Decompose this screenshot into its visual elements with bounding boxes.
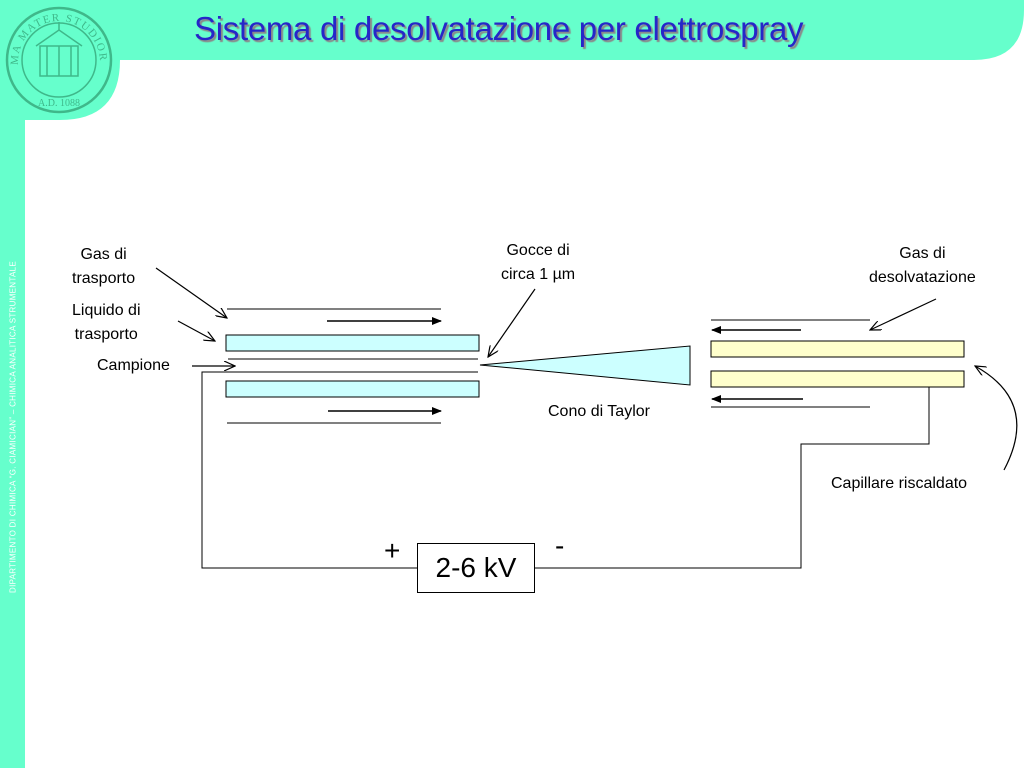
- heated-capillary-bottom: [710, 370, 965, 388]
- seal-bottom-text: A.D. 1088: [38, 98, 80, 109]
- pointer-gas-desolv: [870, 298, 937, 330]
- label-gas-desolv-line2: desolvatazione: [869, 269, 976, 286]
- label-gas-desolvatazione: Gas di desolvatazione: [869, 242, 976, 290]
- positive-terminal-label: +: [384, 535, 401, 566]
- label-liquido-line1: Liquido di: [72, 302, 141, 319]
- pointer-gocce: [488, 288, 536, 357]
- pointer-liquido: [177, 320, 215, 341]
- label-campione: Campione: [97, 357, 170, 374]
- label-gas-trasporto: Gas di trasporto: [72, 243, 135, 291]
- negative-terminal-label: -: [555, 530, 565, 561]
- label-liquido-trasporto: Liquido di trasporto: [72, 299, 141, 347]
- seal-emblem: [35, 22, 83, 77]
- wire-negative: [535, 387, 930, 569]
- label-gocce-line2: circa 1 µm: [501, 266, 576, 283]
- taylor-cone: [479, 345, 691, 386]
- pointer-gas-trasporto: [155, 267, 227, 318]
- label-capillare-riscaldato: Capillare riscaldato: [831, 475, 968, 492]
- liquid-tube-top: [225, 334, 480, 352]
- slide-title: Sistema di desolvatazione per elettrospr…: [194, 10, 804, 47]
- voltage-supply-box: 2-6 kV: [417, 543, 535, 593]
- label-gas-trasporto-line2: trasporto: [72, 270, 136, 287]
- label-gocce-line1: Gocce di: [506, 242, 570, 259]
- wire-positive: [201, 371, 417, 569]
- pointer-capillare: [975, 366, 1018, 471]
- label-cono-taylor: Cono di Taylor: [548, 403, 650, 420]
- label-liquido-line2: trasporto: [74, 326, 138, 343]
- heated-capillary-top: [710, 340, 965, 358]
- liquid-tube-bottom: [225, 380, 480, 398]
- label-gas-trasporto-line1: Gas di: [80, 246, 127, 263]
- label-gocce: Gocce di circa 1 µm: [501, 239, 575, 287]
- label-gas-desolv-line1: Gas di: [899, 245, 946, 262]
